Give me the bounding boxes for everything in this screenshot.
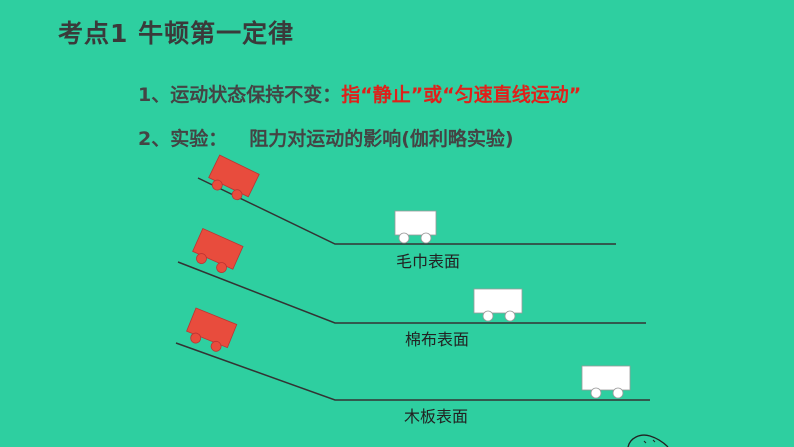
- cart-on-flat-towel: [394, 210, 437, 244]
- doodle-decoration: [627, 434, 669, 447]
- surface-label-towel: 毛巾表面: [396, 252, 461, 271]
- point-1: 1、运动状态保持不变：指“静止”或“匀速直线运动”: [138, 80, 581, 107]
- point-1-prefix: 1、运动状态保持不变：: [138, 84, 342, 106]
- point-2: 2、实验： 阻力对运动的影响(伽利略实验): [138, 124, 514, 151]
- cart-on-flat-cotton: [473, 288, 523, 322]
- ramp-towel: [197, 154, 616, 245]
- surface-label-wood: 木板表面: [404, 407, 469, 426]
- cart-on-slope-wood: [186, 307, 238, 352]
- point-1-highlight: 指“静止”或“匀速直线运动”: [341, 84, 582, 106]
- surface-label-cotton: 棉布表面: [405, 330, 470, 349]
- ramp-wood: [175, 307, 650, 401]
- point-2-prefix: 2、实验：: [138, 128, 228, 150]
- ramp-cotton: [177, 227, 646, 324]
- slide-title: 考点1 牛顿第一定律: [58, 19, 295, 48]
- point-2-content: 阻力对运动的影响(伽利略实验): [249, 128, 514, 150]
- cart-on-slope-towel: [208, 154, 260, 201]
- cart-on-flat-wood: [581, 365, 631, 399]
- cart-on-slope-cotton: [192, 227, 244, 273]
- doodle-decoration-detail: [643, 439, 656, 444]
